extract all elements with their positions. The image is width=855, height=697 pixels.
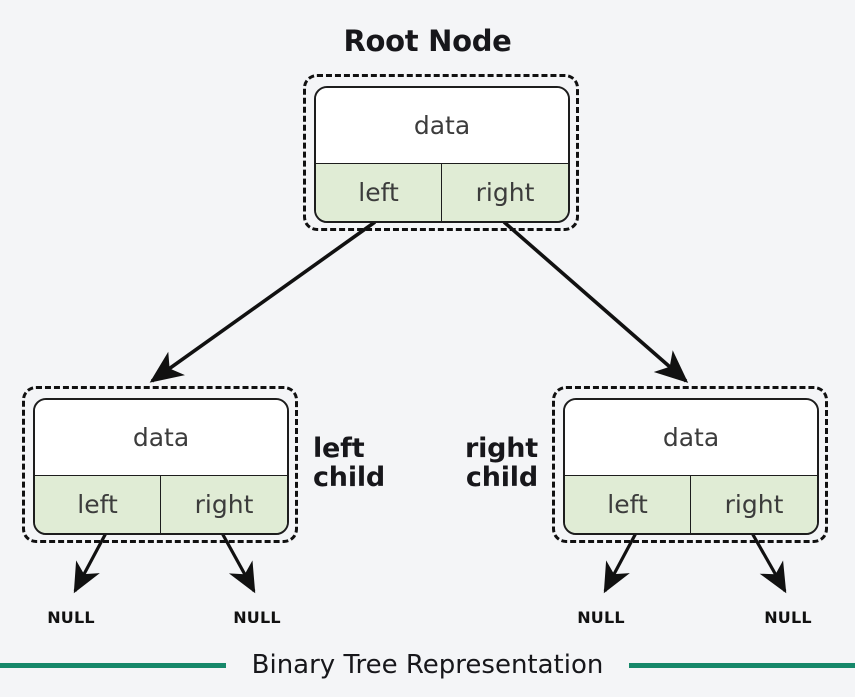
left-child-null-right-label: NULL [233,608,281,627]
right-child-null-left-label: NULL [577,608,625,627]
left-child-node-card: data left right [33,398,289,535]
right-child-label: right child [420,434,538,492]
right-child-data-cell: data [565,400,817,476]
left-child-left-pointer: left [35,476,161,533]
root-node-right-pointer: right [475,178,535,207]
right-child-null-right-label: NULL [764,608,812,627]
left-child-label-line1: left [313,433,365,464]
left-child-label-line2: child [313,462,386,494]
diagram-caption-text: Binary Tree Representation [251,650,604,680]
root-node-card: data left right [314,86,570,223]
left-child-data-cell: data [35,400,287,476]
left-child-node: data left right [22,386,298,543]
left-child-right-pointer: right [194,490,254,519]
edge-root-to-left-child [149,220,377,383]
caption-rule-right [629,662,855,668]
right-child-node-card: data left right [563,398,819,535]
right-child-pointer-row: left right [565,476,817,533]
left-child-pointer-row: left right [35,476,287,533]
root-node: data left right [303,74,579,231]
diagram-caption-bar: Binary Tree Representation [0,643,855,687]
right-child-left-pointer: left [565,476,691,533]
left-child-label: left child [313,434,433,492]
right-child-label-line1: right [464,433,538,464]
root-node-left-pointer: left [316,164,442,221]
root-node-pointer-row: left right [316,164,568,221]
edge-root-to-right-child [502,220,689,383]
caption-rule-left [0,662,226,668]
right-child-right-pointer: right [724,490,784,519]
left-child-null-left-label: NULL [47,608,95,627]
root-node-data-cell: data [316,88,568,164]
root-node-title: Root Node [343,24,512,58]
right-child-label-line2: child [465,462,538,494]
right-child-node: data left right [552,386,828,543]
